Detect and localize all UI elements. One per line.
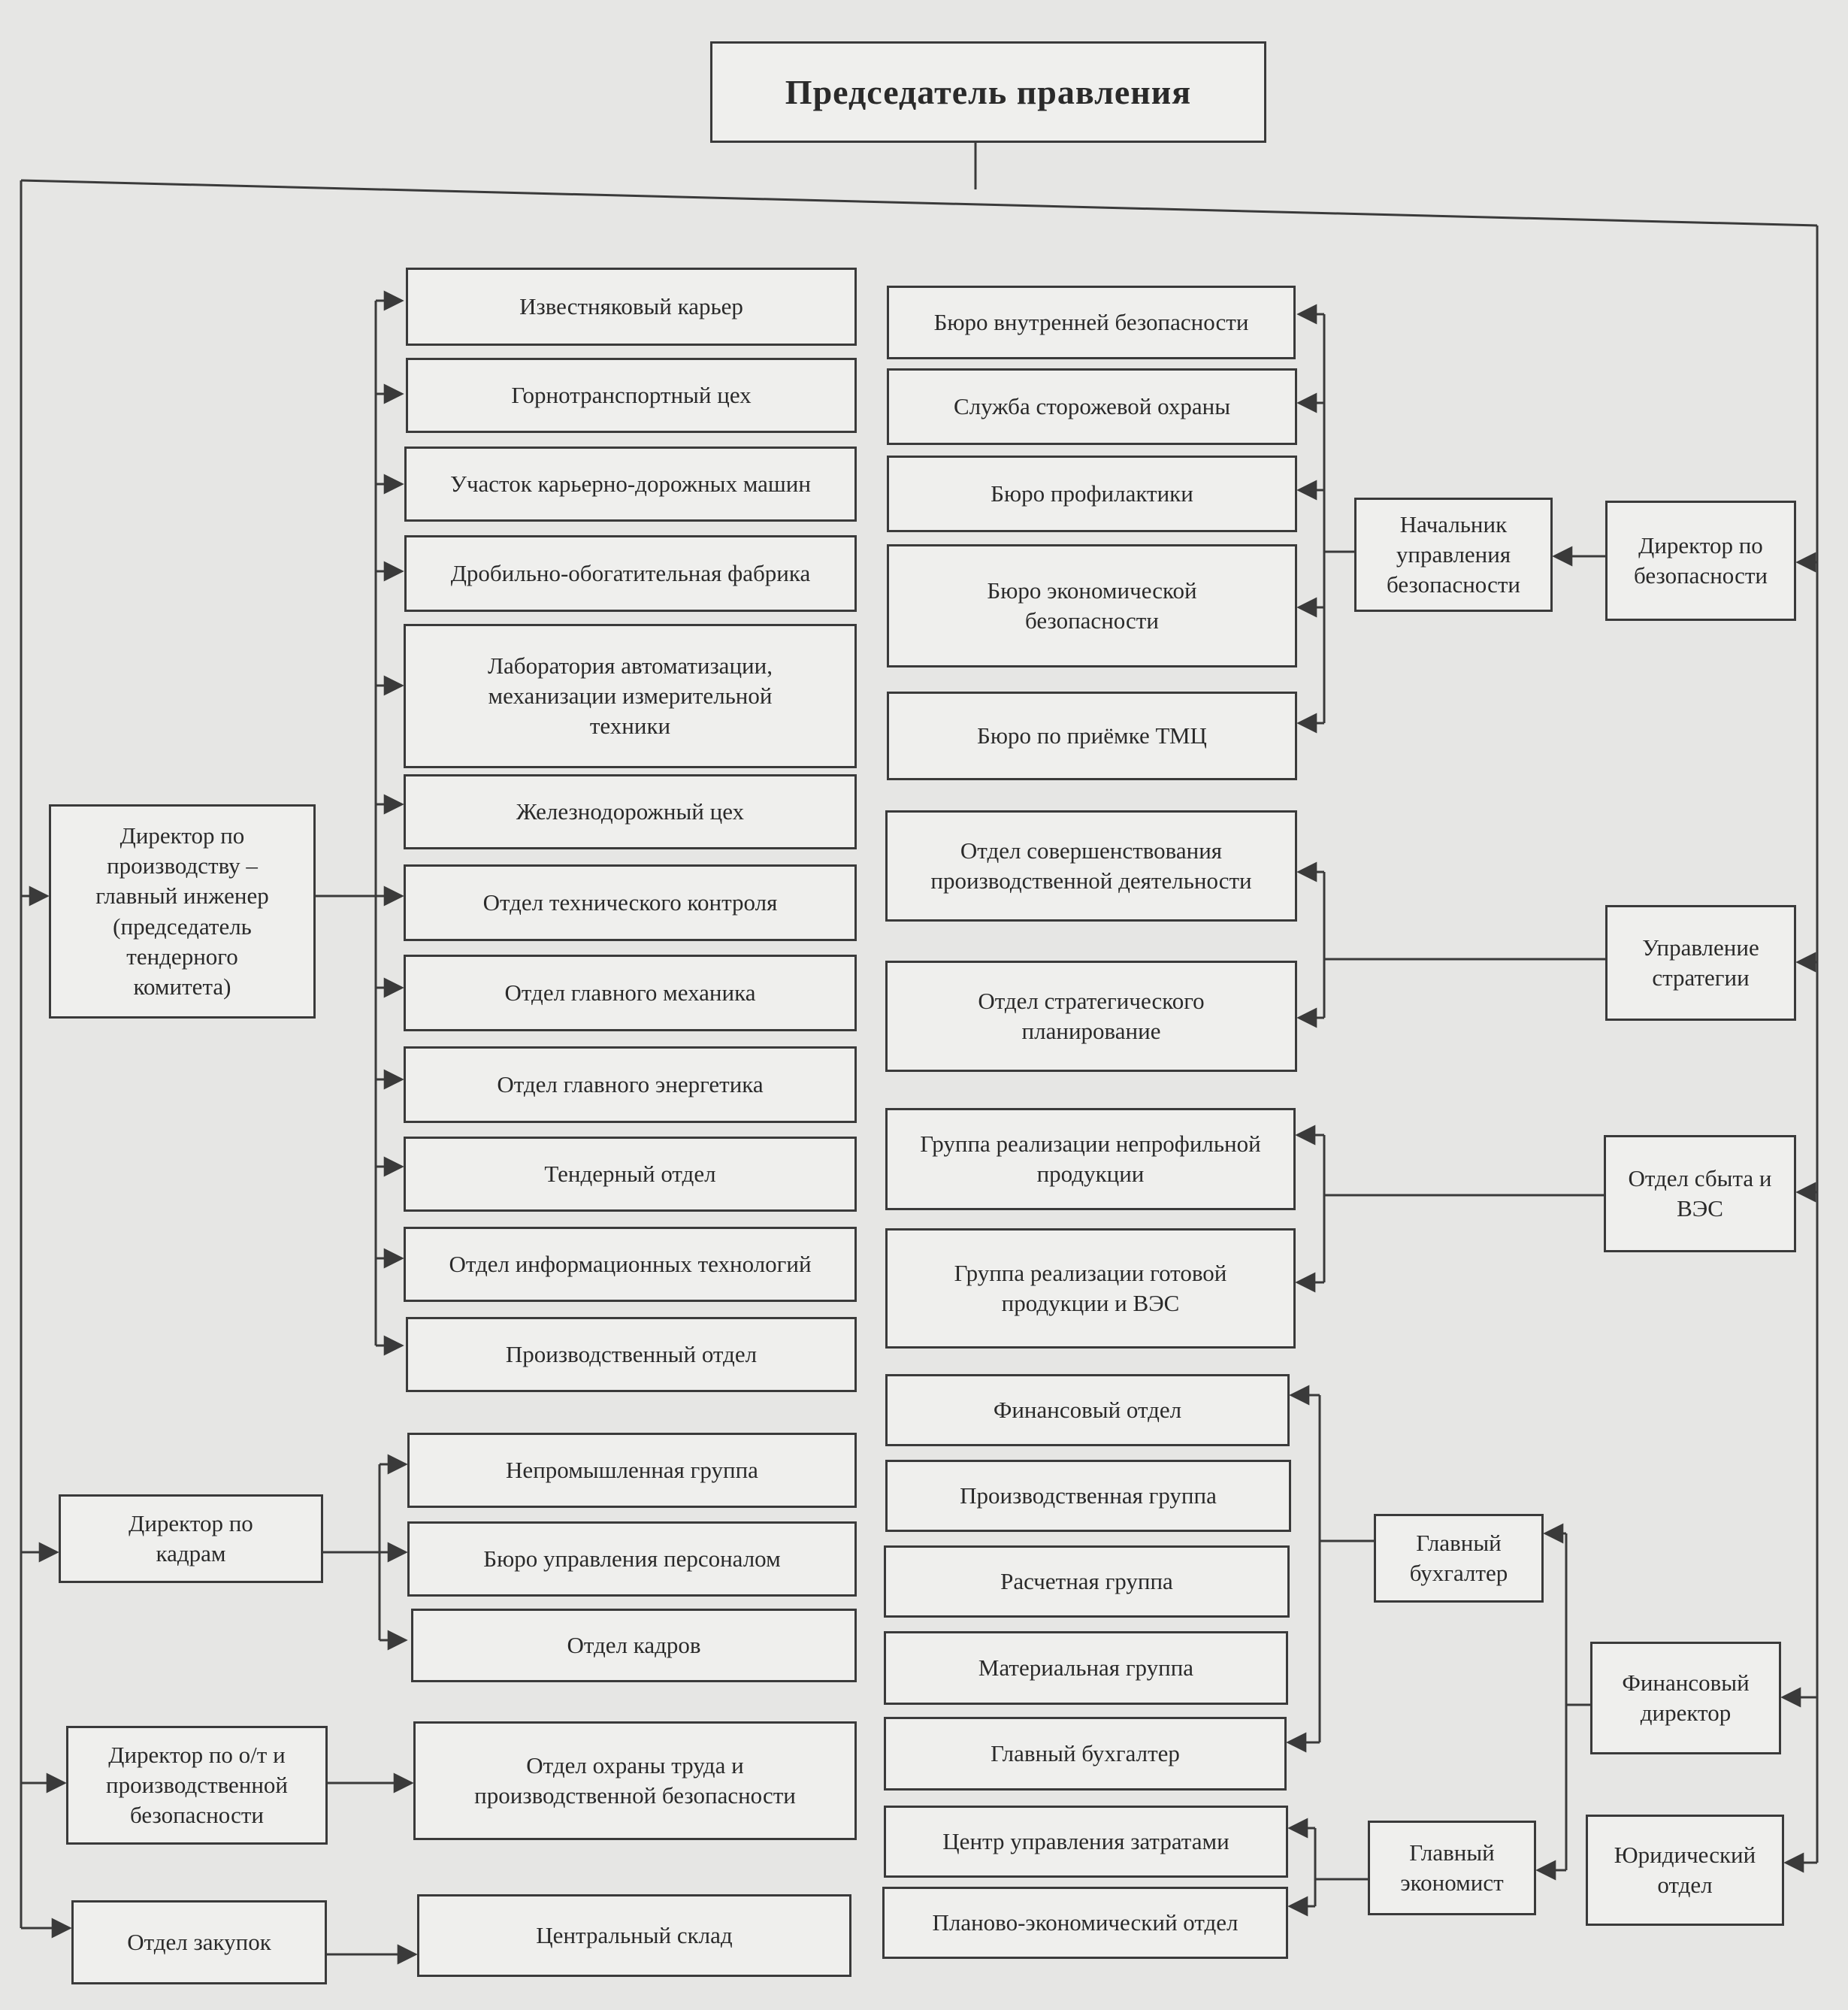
- strategy-box: Управление стратегии: [1605, 905, 1796, 1021]
- finance-director-box: Финансовый директор: [1590, 1642, 1781, 1754]
- legal-box: Юридический отдел: [1586, 1815, 1784, 1926]
- production-unit: Тендерный отдел: [404, 1137, 857, 1212]
- production-unit: Отдел главного энергетика: [404, 1046, 857, 1123]
- chief-economist-box: Главный экономист: [1368, 1821, 1536, 1915]
- security-unit: Бюро профилактики: [887, 456, 1297, 532]
- purchasing-unit: Центральный склад: [417, 1894, 851, 1977]
- production-unit: Горнотранспортный цех: [406, 358, 857, 433]
- hr-director-box: Директор по кадрам: [59, 1494, 323, 1583]
- accounting-unit: Материальная группа: [884, 1631, 1288, 1705]
- hr-unit: Бюро управления персоналом: [407, 1521, 857, 1597]
- production-unit: Отдел главного механика: [404, 955, 857, 1031]
- chairman-box: Председатель правления: [710, 41, 1266, 143]
- security-unit: Бюро экономической безопасности: [887, 544, 1297, 667]
- security-unit: Бюро внутренней безопасности: [887, 286, 1296, 359]
- strategy-unit: Отдел стратегического планирование: [885, 961, 1297, 1072]
- sales-unit: Группа реализации готовой продукции и ВЭ…: [885, 1228, 1296, 1349]
- safety-unit: Отдел охраны труда и производственной бе…: [413, 1721, 857, 1840]
- purchasing-box: Отдел закупок: [71, 1900, 327, 1984]
- security-unit: Служба сторожевой охраны: [887, 368, 1297, 445]
- production-director-box: Директор по производству – главный инжен…: [49, 804, 316, 1019]
- production-unit: Отдел технического контроля: [404, 864, 857, 941]
- security-head-box: Начальник управления безопасности: [1354, 498, 1553, 612]
- strategy-unit: Отдел совершенствования производственной…: [885, 810, 1297, 922]
- sales-unit: Группа реализации непрофильной продукции: [885, 1108, 1296, 1210]
- economics-unit: Центр управления затратами: [884, 1806, 1288, 1878]
- safety-director-box: Директор по о/т и производственной безоп…: [66, 1726, 328, 1845]
- hr-unit: Отдел кадров: [411, 1609, 857, 1682]
- production-unit: Участок карьерно-дорожных машин: [404, 446, 857, 522]
- chief-accountant-box: Главный бухгалтер: [1374, 1514, 1544, 1603]
- hr-unit: Непромышленная группа: [407, 1433, 857, 1508]
- production-unit: Дробильно-обогатительная фабрика: [404, 535, 857, 612]
- security-unit: Бюро по приёмке ТМЦ: [887, 692, 1297, 780]
- production-unit: Известняковый карьер: [406, 268, 857, 346]
- production-unit: Лаборатория автоматизации, механизации и…: [404, 624, 857, 768]
- accounting-unit: Производственная группа: [885, 1460, 1291, 1532]
- economics-unit: Планово-экономический отдел: [882, 1887, 1288, 1959]
- accounting-unit: Расчетная группа: [884, 1545, 1290, 1618]
- connector-line: [20, 179, 1818, 227]
- accounting-unit: Главный бухгалтер: [884, 1717, 1287, 1791]
- accounting-unit: Финансовый отдел: [885, 1374, 1290, 1446]
- sales-box: Отдел сбыта и ВЭС: [1604, 1135, 1796, 1252]
- production-unit: Производственный отдел: [406, 1317, 857, 1392]
- production-unit: Железнодорожный цех: [404, 774, 857, 849]
- production-unit: Отдел информационных технологий: [404, 1227, 857, 1302]
- security-director-box: Директор по безопасности: [1605, 501, 1796, 621]
